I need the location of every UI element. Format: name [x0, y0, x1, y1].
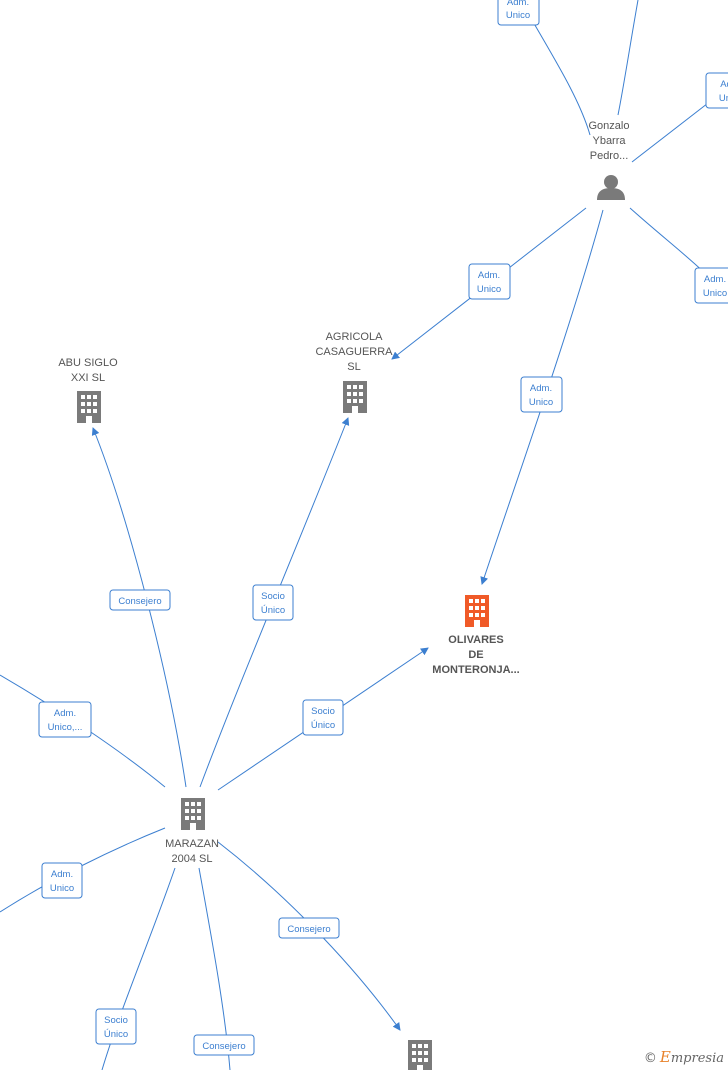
edge-top-left [531, 19, 591, 136]
edge-label-marazan-left-top[interactable]: Adm. Unico,... [38, 701, 92, 738]
svg-text:Socio: Socio [104, 1015, 128, 1026]
svg-text:Unico: Unico [703, 288, 727, 299]
svg-text:Unico: Unico [477, 284, 501, 295]
building-icon [343, 381, 367, 413]
edge-label-top-right[interactable]: Ad Uni [705, 72, 728, 109]
building-icon [77, 391, 101, 423]
edge-label-gonzalo-agricola[interactable]: Adm. Unico [468, 263, 511, 300]
node-abu[interactable]: ABU SIGLO XXI SL [58, 357, 118, 423]
svg-text:Adm.: Adm. [54, 708, 76, 719]
edge-label-marazan-bottom-left[interactable]: Socio Único [95, 1008, 137, 1045]
svg-text:Ad: Ad [720, 79, 728, 90]
edge-top [617, 0, 639, 116]
empresia-logo: ©Empresia [644, 1048, 724, 1066]
node-label-line: CASAGUERRA [315, 346, 393, 358]
edge-marazan-bottom-left [101, 867, 176, 1070]
edge-top-right [631, 99, 713, 163]
node-label-line: Ybarra [592, 135, 626, 147]
building-icon [408, 1040, 432, 1070]
edge-label-marazan-left-bottom[interactable]: Adm. Unico [41, 862, 83, 899]
node-label-line: XXI SL [71, 372, 105, 384]
svg-text:Adm.: Adm. [507, 0, 529, 8]
svg-text:Unico: Unico [50, 883, 74, 894]
node-label-line: Gonzalo [589, 120, 630, 132]
node-label-line: AGRICOLA [326, 331, 384, 343]
svg-text:Uni: Uni [719, 93, 728, 104]
svg-text:Adm.: Adm. [51, 869, 73, 880]
svg-text:Consejero: Consejero [287, 924, 330, 935]
edge-label-marazan-agricola[interactable]: Socio Único [252, 584, 294, 621]
svg-text:Consejero: Consejero [118, 596, 161, 607]
svg-text:Adm.: Adm. [704, 274, 726, 285]
node-olivares[interactable]: OLIVARES DE MONTERONJA... [432, 595, 520, 676]
svg-text:Adm.: Adm. [530, 383, 552, 394]
svg-text:Socio: Socio [311, 706, 335, 717]
edge-label-marazan-bottom[interactable]: Consejero [193, 1034, 255, 1056]
person-icon [597, 175, 625, 200]
copyright-symbol: © [643, 1051, 657, 1066]
edge-label-gonzalo-right[interactable]: Adm. Unico [694, 267, 728, 304]
node-marazan[interactable]: MARAZAN 2004 SL [165, 798, 219, 865]
node-label-line: SL [347, 361, 360, 373]
edge-label-marazan-bottom-company[interactable]: Consejero [278, 917, 340, 939]
svg-text:Unico,...: Unico,... [48, 722, 83, 733]
edge-label-top-left[interactable]: Adm. Unico [497, 0, 540, 26]
svg-text:Socio: Socio [261, 591, 285, 602]
svg-text:Consejero: Consejero [202, 1041, 245, 1052]
svg-text:Único: Único [104, 1029, 128, 1040]
node-label-line: MONTERONJA... [432, 664, 519, 676]
node-label-line: MARAZAN [165, 838, 219, 850]
svg-text:Adm.: Adm. [478, 270, 500, 281]
node-agricola[interactable]: AGRICOLA CASAGUERRA SL [315, 331, 393, 413]
svg-text:Unico: Unico [506, 10, 530, 21]
edge-label-marazan-abu[interactable]: Consejero [109, 589, 171, 611]
node-label-line: OLIVARES [448, 634, 503, 646]
svg-text:Único: Único [261, 605, 285, 616]
svg-text:Único: Único [311, 720, 335, 731]
edge-label-gonzalo-olivares[interactable]: Adm. Unico [520, 376, 563, 413]
node-bottom-company[interactable] [408, 1040, 432, 1070]
building-icon [181, 798, 205, 830]
node-label-line: 2004 SL [172, 853, 213, 865]
node-label-line: DE [468, 649, 483, 661]
node-label-line: ABU SIGLO [58, 357, 118, 369]
node-gonzalo[interactable]: Gonzalo Ybarra Pedro... [589, 120, 630, 200]
edge-labels: Adm. Unico Ad Uni Adm. Unico Adm. Unico … [38, 0, 728, 1056]
svg-text:Unico: Unico [529, 397, 553, 408]
node-label-line: Pedro... [590, 150, 629, 162]
brand-initial: E [659, 1048, 671, 1066]
building-icon [465, 595, 489, 627]
edge-label-marazan-olivares[interactable]: Socio Único [302, 699, 344, 736]
brand-name: mpresia [670, 1051, 724, 1066]
